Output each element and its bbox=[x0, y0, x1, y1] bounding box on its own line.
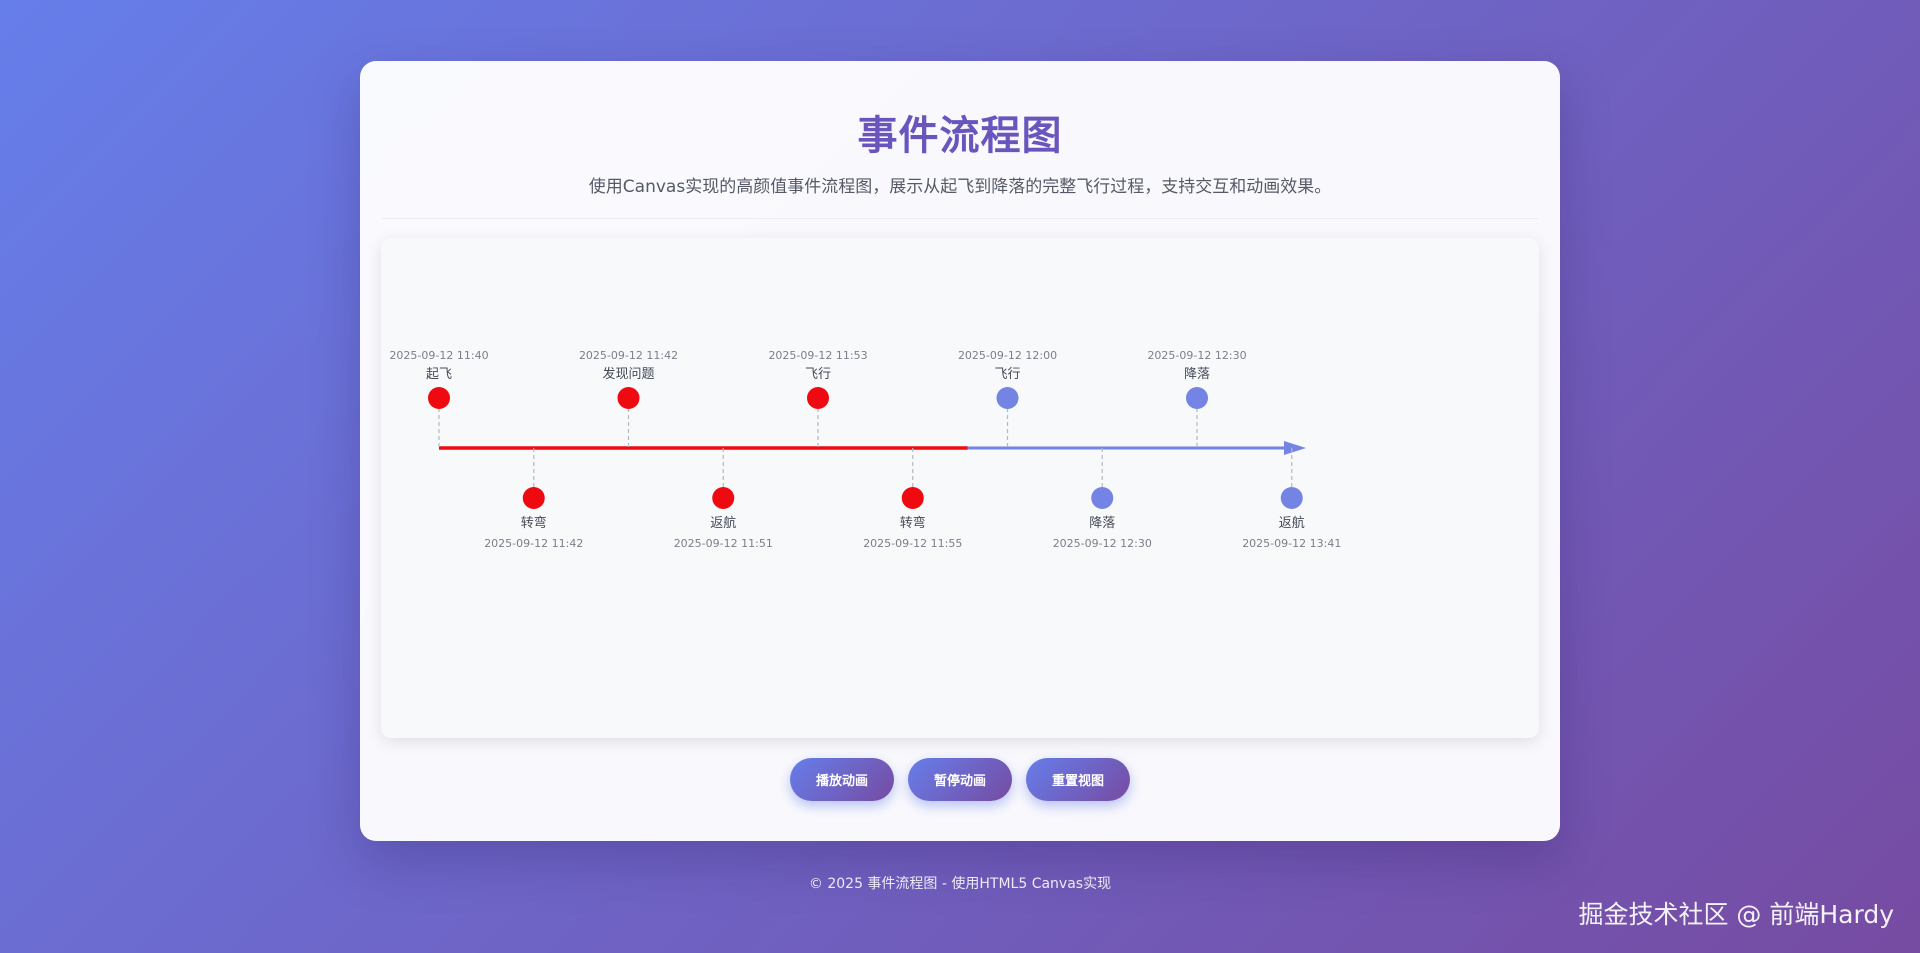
header-divider bbox=[382, 218, 1538, 219]
event-name: 返航 bbox=[1279, 515, 1305, 531]
event-marker[interactable] bbox=[428, 387, 450, 409]
main-card: 事件流程图 使用Canvas实现的高颜值事件流程图，展示从起飞到降落的完整飞行过… bbox=[360, 61, 1560, 841]
event-marker[interactable] bbox=[807, 387, 829, 409]
event-time: 2025-09-12 12:30 bbox=[1053, 537, 1152, 550]
event-name: 降落 bbox=[1184, 367, 1210, 382]
event-name: 发现问题 bbox=[602, 366, 654, 382]
pause-animation-button[interactable]: 暂停动画 bbox=[908, 758, 1012, 801]
event-name: 转弯 bbox=[521, 515, 547, 531]
event-name: 飞行 bbox=[805, 367, 831, 382]
event-time: 2025-09-12 12:00 bbox=[958, 349, 1057, 362]
event-time: 2025-09-12 13:41 bbox=[1242, 537, 1341, 550]
control-bar: 播放动画 暂停动画 重置视图 bbox=[360, 758, 1560, 801]
event-name: 飞行 bbox=[994, 367, 1020, 382]
event-name: 起飞 bbox=[426, 367, 452, 382]
event-time: 2025-09-12 11:42 bbox=[579, 349, 678, 362]
event-time: 2025-09-12 11:53 bbox=[768, 349, 867, 362]
event-marker[interactable] bbox=[901, 487, 924, 509]
event-marker[interactable] bbox=[522, 487, 545, 509]
page-subtitle: 使用Canvas实现的高颜值事件流程图，展示从起飞到降落的完整飞行过程，支持交互… bbox=[588, 177, 1332, 197]
timeline-canvas[interactable]: 起飞 2025-09-12 11:40 转弯 2025-09-12 11:42 发现问题… bbox=[381, 238, 1539, 738]
page-footer: © 2025 事件流程图 - 使用HTML5 Canvas实现 bbox=[808, 876, 1112, 892]
event-marker[interactable] bbox=[1280, 487, 1303, 509]
event-marker[interactable] bbox=[996, 387, 1019, 409]
watermark: 掘金技术社区 @ 前端Hardy bbox=[1578, 900, 1894, 929]
event-marker[interactable] bbox=[712, 487, 735, 509]
event-time: 2025-09-12 11:42 bbox=[484, 537, 583, 550]
event-time: 2025-09-12 12:30 bbox=[1147, 349, 1246, 362]
event-marker[interactable] bbox=[1186, 387, 1208, 409]
timeline-arrow-head bbox=[1284, 441, 1306, 455]
event-marker[interactable] bbox=[1091, 487, 1114, 509]
event-name: 转弯 bbox=[900, 515, 926, 531]
timeline-chart[interactable]: 起飞 2025-09-12 11:40 转弯 2025-09-12 11:42 发现问题… bbox=[381, 238, 1539, 738]
event-marker[interactable] bbox=[617, 387, 640, 409]
event-name: 返航 bbox=[710, 515, 736, 531]
event-time: 2025-09-12 11:55 bbox=[863, 537, 962, 550]
reset-view-button[interactable]: 重置视图 bbox=[1026, 758, 1130, 801]
page-title: 事件流程图 bbox=[857, 113, 1063, 159]
play-animation-button[interactable]: 播放动画 bbox=[790, 758, 894, 801]
event-name: 降落 bbox=[1089, 516, 1115, 531]
event-time: 2025-09-12 11:51 bbox=[674, 537, 773, 550]
event-time: 2025-09-12 11:40 bbox=[389, 349, 488, 362]
